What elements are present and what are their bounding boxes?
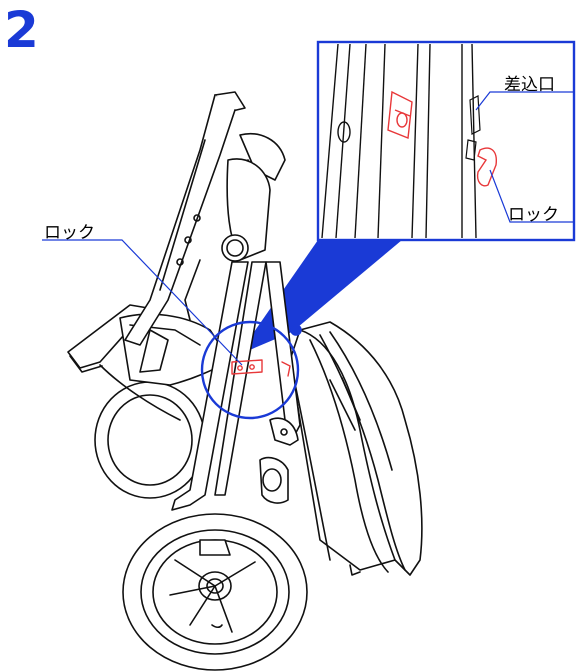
callout-insert-slot: 差込口: [504, 75, 555, 95]
callout-lock-right: ロック: [508, 205, 559, 225]
handle-frame: [124, 91, 286, 346]
callout-line-lock-right: [489, 169, 574, 223]
canopy-fabric: [289, 321, 423, 576]
lock-detail-circle: [200, 320, 300, 420]
lock-part-small: [231, 359, 291, 377]
lock-part-zoom: [387, 90, 497, 187]
stroller-illustration: [67, 91, 423, 671]
callout-line-insert-slot: [475, 91, 574, 111]
rear-wheel: [94, 381, 206, 499]
callout-line-lock-left: [42, 239, 243, 366]
callout-lock-left: ロック: [44, 223, 95, 243]
front-wheel: [122, 513, 308, 671]
step-number: 2: [4, 1, 39, 59]
detail-inset: [316, 40, 576, 242]
